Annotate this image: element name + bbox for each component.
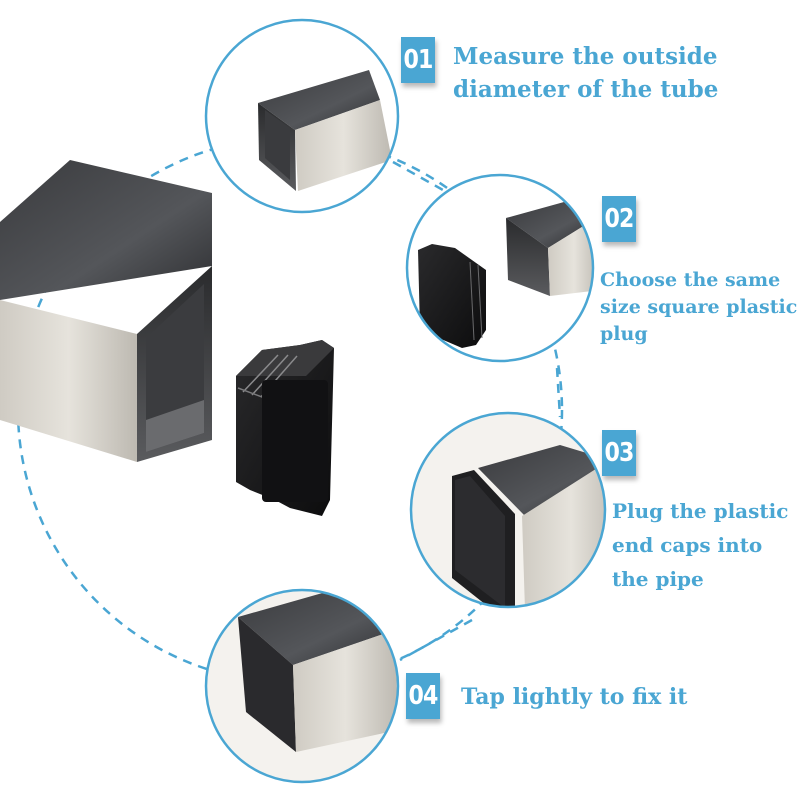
step-3-text: Plug the plastic end caps into the pipe xyxy=(612,499,789,591)
step-1-badge: 01 xyxy=(401,37,435,83)
step-4-badge: 04 xyxy=(406,673,440,719)
step-4-image xyxy=(204,588,400,784)
step-1-text: Measure the outside diameter of the tube xyxy=(453,43,719,103)
step-2-image xyxy=(405,173,595,363)
step-3-image xyxy=(409,411,607,609)
step-2-text: Choose the same size square plastic plug xyxy=(600,269,798,345)
step-2-badge: 02 xyxy=(602,196,636,242)
step-1-image xyxy=(204,18,400,214)
step-3-badge: 03 xyxy=(602,430,636,476)
step-4-text: Tap lightly to fix it xyxy=(461,684,688,710)
main-black-plug xyxy=(236,340,334,516)
dashed-links xyxy=(392,160,562,662)
main-steel-tube xyxy=(0,160,212,462)
